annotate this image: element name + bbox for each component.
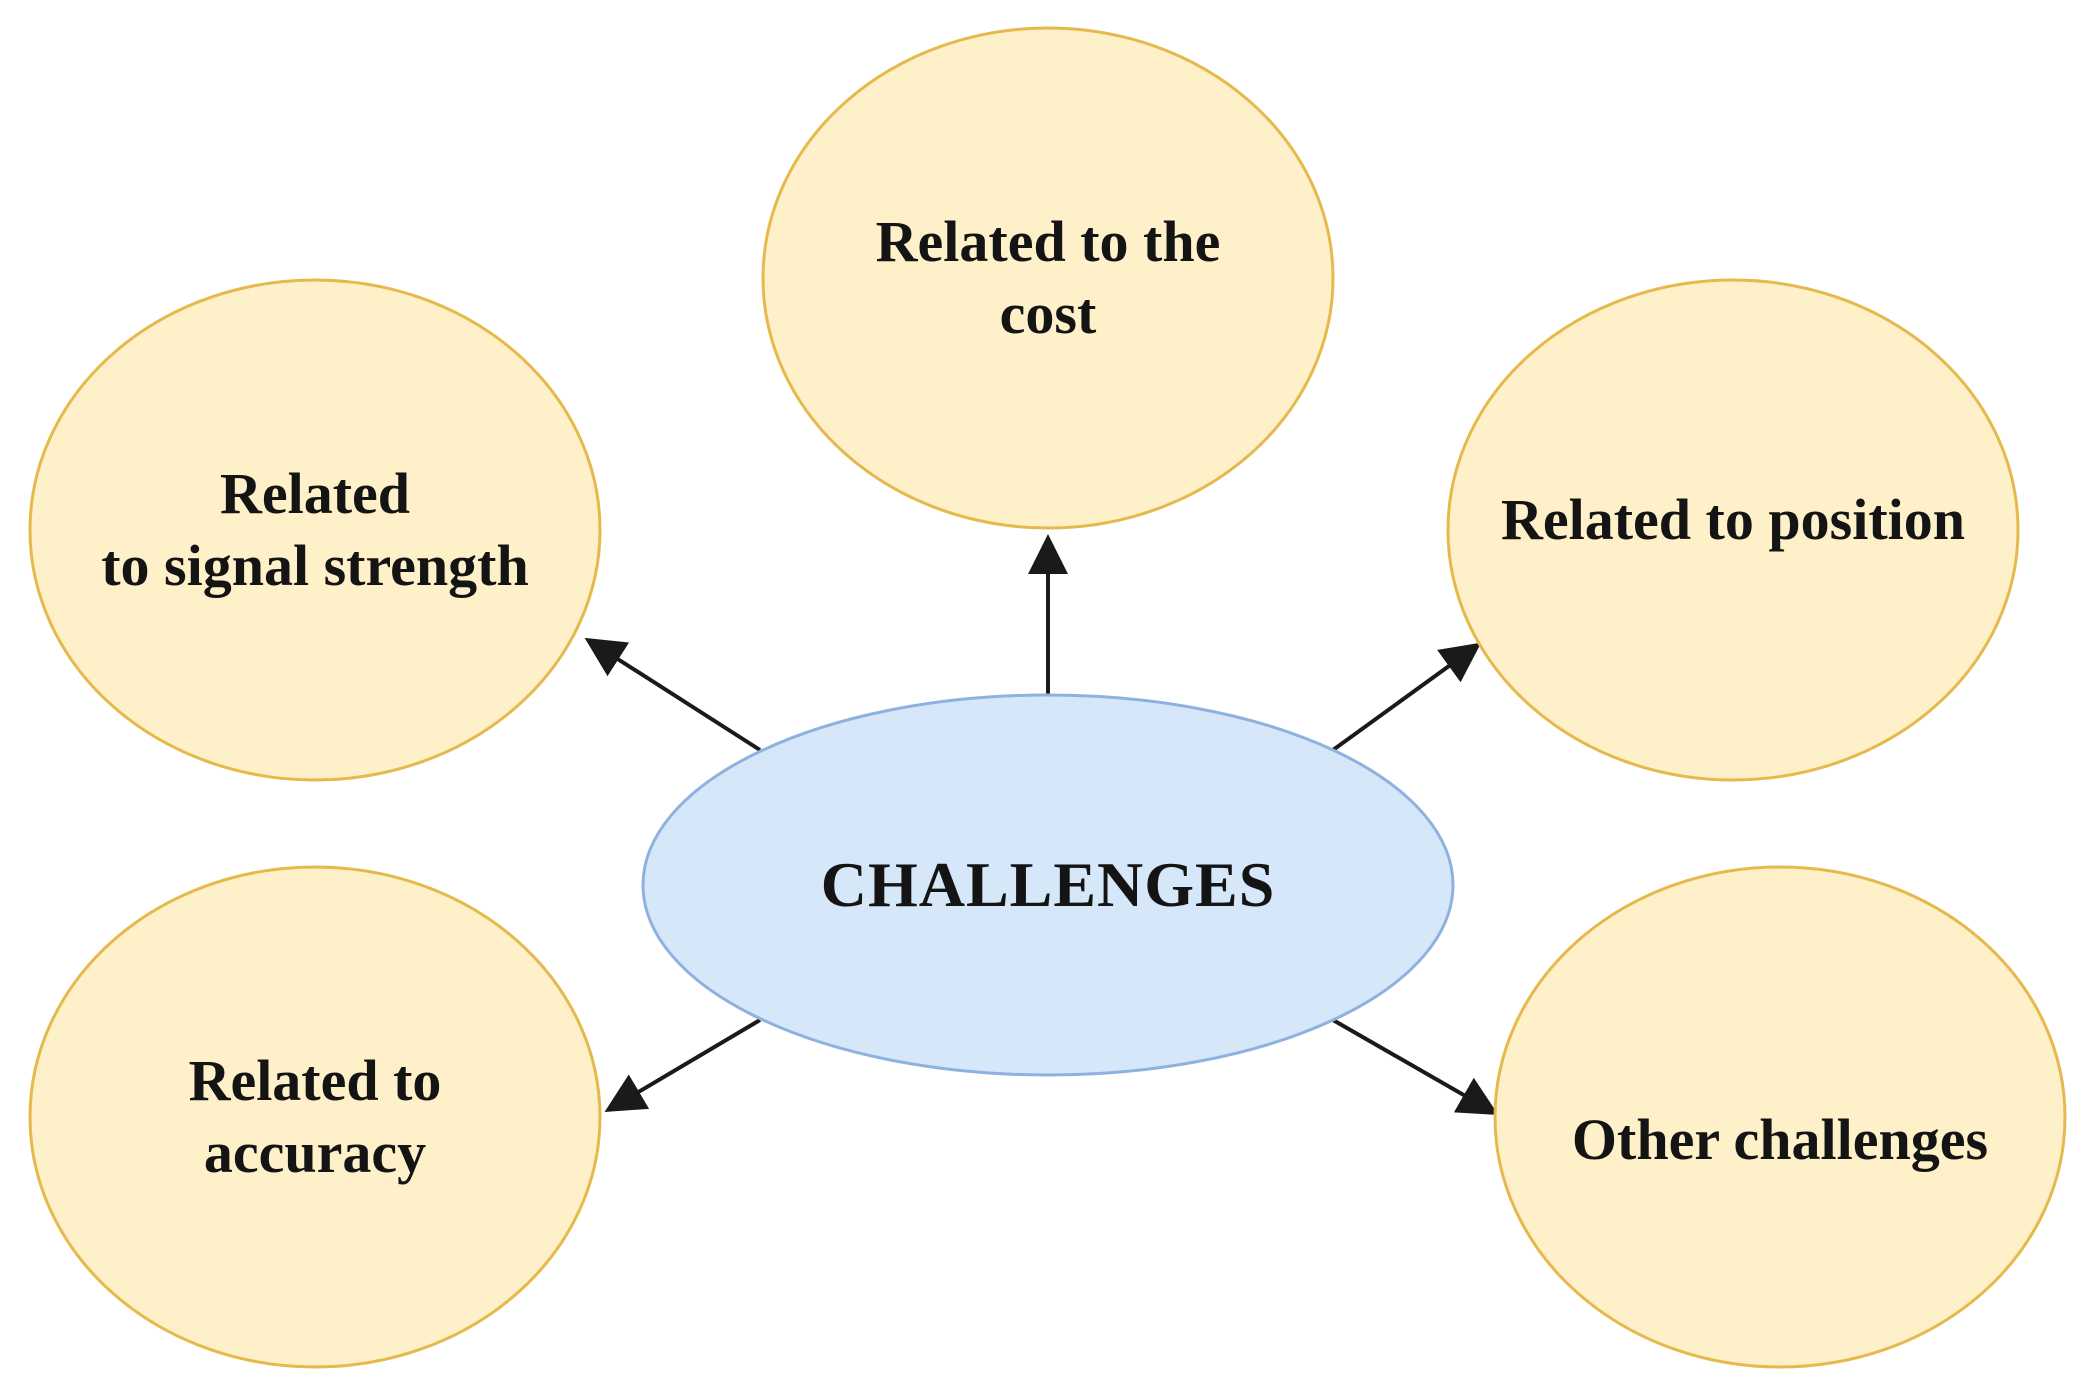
node-other-circle <box>1493 865 2067 1369</box>
node-signal-circle <box>28 278 602 782</box>
node-signal-label: Related to signal strength <box>35 430 595 630</box>
node-accuracy-line-1: Related to <box>188 1047 442 1113</box>
node-cost-label: Related to the cost <box>768 178 1328 378</box>
node-cost-circle <box>761 26 1335 530</box>
center-label: CHALLENGES <box>698 835 1398 935</box>
node-accuracy-line-2: accuracy <box>203 1120 427 1185</box>
node-position-line-1: Related to position <box>1501 486 1965 552</box>
center-ellipse <box>641 693 1455 1077</box>
arrow-to-position <box>1331 642 1482 752</box>
center-label-text: CHALLENGES <box>820 849 1276 920</box>
node-accuracy-label: Related to accuracy <box>35 1017 595 1217</box>
node-cost-line-1: Related to the <box>875 208 1221 274</box>
arrow-to-signal <box>584 637 762 752</box>
node-position-circle <box>1446 278 2020 782</box>
arrow-to-other <box>1332 1018 1499 1115</box>
node-other-line-1: Other challenges <box>1571 1106 1989 1172</box>
node-accuracy-circle <box>28 865 602 1369</box>
node-cost-line-2: cost <box>999 281 1097 346</box>
node-signal-line-2: to signal strength <box>101 533 529 598</box>
node-other-label: Other challenges <box>1490 1080 2070 1200</box>
arrow-to-accuracy <box>604 1018 762 1113</box>
node-position-label: Related to position <box>1443 460 2023 580</box>
node-signal-line-1: Related <box>219 460 411 526</box>
